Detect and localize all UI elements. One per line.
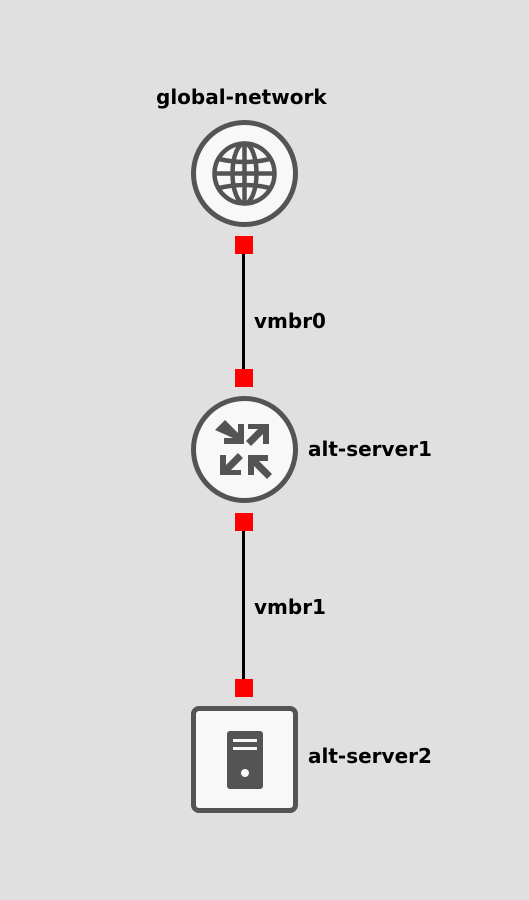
node-alt-server2[interactable] (191, 706, 298, 813)
node-global-network[interactable] (191, 120, 298, 227)
port-alt-server1-bottom[interactable] (235, 513, 253, 531)
server-icon (227, 731, 263, 789)
port-alt-server2-top[interactable] (235, 679, 253, 697)
link-label-vmbr1: vmbr1 (254, 595, 326, 619)
node-label-alt-server1: alt-server1 (308, 437, 432, 461)
link-vmbr1[interactable] (242, 530, 245, 695)
globe-icon (212, 141, 277, 206)
port-alt-server1-top[interactable] (235, 369, 253, 387)
node-label-alt-server2: alt-server2 (308, 744, 432, 768)
node-alt-server1[interactable] (191, 396, 298, 503)
port-global-network-bottom[interactable] (235, 236, 253, 254)
router-icon (215, 420, 272, 479)
link-label-vmbr0: vmbr0 (254, 309, 326, 333)
node-label-global-network: global-network (156, 85, 327, 109)
link-vmbr0[interactable] (242, 252, 245, 372)
